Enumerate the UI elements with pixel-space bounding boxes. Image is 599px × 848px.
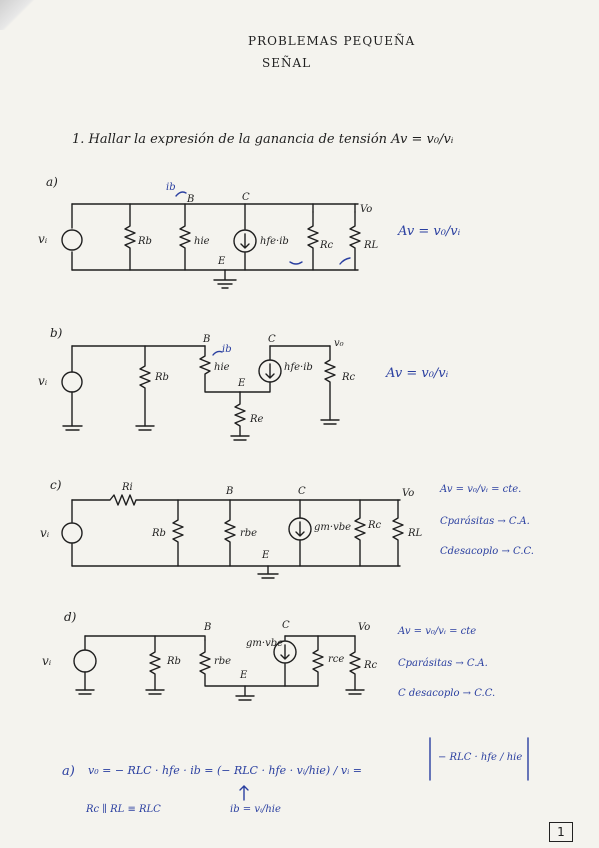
circuit-b-node-c: C (268, 334, 276, 345)
circuit-b-ib: ib (222, 344, 232, 355)
circuit-a-schematic (61, 191, 361, 289)
circuit-a-rl: RL (364, 240, 379, 251)
circuit-c-node-c: C (298, 486, 306, 497)
circuit-c-note-1: Cparásitas → C.A. (440, 516, 530, 527)
circuit-a-node-c: C (242, 192, 250, 203)
circuit-c-rb: Rb (152, 528, 166, 539)
circuit-d-schematic (73, 635, 365, 701)
circuit-d-node-e: E (240, 670, 248, 681)
circuit-d-note-2: C desacoplo → C.C. (398, 688, 496, 699)
circuit-a-node-b: B (187, 194, 195, 205)
circuit-b-gain: Av = v₀/vᵢ (386, 366, 449, 381)
circuit-d-rce: rce (328, 654, 345, 665)
circuit-a-label: a) (46, 175, 58, 189)
circuit-d-vo: Vo (358, 622, 371, 633)
page-number: 1 (549, 822, 573, 842)
circuit-d-node-c: C (282, 620, 290, 631)
circuit-a-vi: vᵢ (38, 232, 48, 246)
circuit-b-node-b: B (203, 334, 211, 345)
circuit-d-rbe: rbe (214, 656, 232, 667)
solution-label: a) (62, 764, 75, 779)
solution-line-1: v₀ = − RLC · hfe · ib = (− RLC · hfe · v… (88, 764, 362, 777)
circuit-d-rb: Rb (167, 656, 181, 667)
circuit-c-rc: Rc (368, 520, 382, 531)
circuit-c-vi: vᵢ (40, 526, 50, 540)
solution-line-2b: ib = vᵢ/hie (230, 804, 281, 815)
circuit-c-rbe: rbe (240, 528, 258, 539)
circuit-c-ri: Ri (122, 482, 133, 493)
circuit-a-gain: Av = v₀/vᵢ (398, 224, 461, 239)
circuit-b-vi: vᵢ (38, 374, 48, 388)
circuit-d-gain: Av = v₀/vᵢ = cte (398, 626, 477, 637)
circuit-b-re: Re (250, 414, 264, 425)
circuit-b-vo: v₀ (334, 338, 344, 349)
circuit-b-node-e: E (238, 378, 246, 389)
circuit-d-vi: vᵢ (42, 654, 52, 668)
circuit-b-label: b) (50, 326, 63, 340)
circuit-a-node-e: E (218, 256, 226, 267)
circuit-b-source: hfe·ib (284, 362, 313, 373)
circuit-c-gain: Av = v₀/vᵢ = cte. (440, 484, 522, 495)
circuit-b-schematic (61, 345, 340, 441)
circuit-c-source: gm·vbe (314, 522, 352, 533)
circuit-a-rc: Rc (320, 240, 334, 251)
circuit-d-label: d) (64, 610, 77, 624)
circuit-a-rb: Rb (138, 236, 152, 247)
circuit-c-note-2: Cdesacoplo → C.C. (440, 546, 534, 557)
circuit-c-rl: RL (408, 528, 423, 539)
circuit-c-node-b: B (226, 486, 234, 497)
page-subtitle: SEÑAL (262, 56, 312, 70)
problem-statement: 1. Hallar la expresión de la ganancia de… (72, 132, 454, 147)
circuit-c-label: c) (50, 478, 62, 492)
circuit-a-source: hfe·ib (260, 236, 289, 247)
circuit-b-rc: Rc (342, 372, 356, 383)
solution-line-2a: Rc ∥ RL ≡ RLC (86, 804, 161, 815)
circuit-c-node-e: E (262, 550, 270, 561)
circuit-c-vo: Vo (402, 488, 415, 499)
page-corner (0, 0, 40, 30)
circuit-d-rc: Rc (364, 660, 378, 671)
circuit-b-hie: hie (214, 362, 230, 373)
circuit-a-hie: hie (194, 236, 210, 247)
circuit-d-source: gm·vbe (246, 638, 284, 649)
circuit-b-rb: Rb (155, 372, 169, 383)
circuit-a-ib: ib (166, 182, 176, 193)
circuit-d-node-b: B (204, 622, 212, 633)
solution-result: − RLC · hfe / hie (438, 752, 523, 763)
circuit-c-schematic (61, 494, 404, 579)
page-title: PROBLEMAS PEQUEÑA (248, 34, 416, 48)
circuit-d-note-1: Cparásitas → C.A. (398, 658, 488, 669)
result-box (429, 737, 529, 781)
circuit-a-vo: Vo (360, 204, 373, 215)
